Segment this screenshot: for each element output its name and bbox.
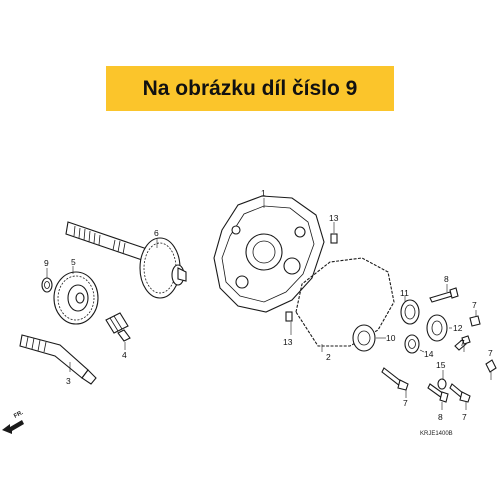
bolt-part-8-lower bbox=[427, 383, 449, 403]
callout-5: 5 bbox=[71, 257, 76, 267]
callout-7-top: 7 bbox=[472, 300, 477, 310]
direction-label: FR. bbox=[13, 410, 25, 420]
bolt-part-7-mid bbox=[454, 335, 471, 351]
gear-part bbox=[53, 271, 99, 325]
callout-13-lower: 13 bbox=[283, 337, 293, 347]
bolt-part-8-upper bbox=[429, 287, 459, 303]
callout-8-upper: 8 bbox=[444, 274, 449, 284]
callout-7-right: 7 bbox=[488, 348, 493, 358]
callout-12: 12 bbox=[453, 323, 463, 333]
bearing-part-11 bbox=[400, 299, 420, 325]
callout-13-upper: 13 bbox=[329, 213, 339, 223]
title-banner: Na obrázku díl číslo 9 bbox=[106, 66, 394, 111]
washer-part-15 bbox=[437, 378, 447, 390]
callout-14: 14 bbox=[424, 349, 434, 359]
drawing-code: KRJE1400B bbox=[420, 431, 453, 437]
callout-1: 1 bbox=[261, 188, 266, 198]
pinion-part bbox=[105, 312, 131, 342]
front-direction-arrow: FR. bbox=[2, 410, 25, 434]
output-shaft-part bbox=[19, 334, 97, 385]
transmission-case-part bbox=[213, 195, 325, 313]
callout-9: 9 bbox=[44, 258, 49, 268]
callout-7-bottom: 7 bbox=[462, 412, 467, 422]
shaft-with-gear-part bbox=[65, 221, 187, 299]
bearing-part-12 bbox=[426, 314, 448, 342]
bolt-part-7-right bbox=[485, 359, 497, 373]
banner-title: Na obrázku díl číslo 9 bbox=[142, 76, 358, 100]
dowel-pin-upper bbox=[330, 233, 338, 244]
callout-4: 4 bbox=[122, 350, 127, 360]
dowel-pin-lower bbox=[285, 311, 293, 322]
arrow-icon bbox=[2, 420, 24, 434]
callout-7-mid: 7 bbox=[460, 338, 465, 348]
callout-15: 15 bbox=[436, 360, 446, 370]
bolt-part-7-top bbox=[469, 315, 481, 327]
callout-7-left: 7 bbox=[403, 398, 408, 408]
bolt-part-7-bottom bbox=[449, 383, 471, 403]
callout-3: 3 bbox=[66, 376, 71, 386]
washer-part-9 bbox=[41, 277, 53, 293]
callout-8-lower: 8 bbox=[438, 412, 443, 422]
callout-10: 10 bbox=[386, 333, 396, 343]
bolt-part-7-left bbox=[381, 367, 409, 391]
callout-11: 11 bbox=[400, 288, 409, 298]
gasket-part bbox=[295, 257, 395, 347]
callout-2: 2 bbox=[326, 352, 331, 362]
callout-6: 6 bbox=[154, 228, 159, 238]
seal-part-14 bbox=[404, 334, 420, 354]
oil-seal-part bbox=[352, 324, 376, 352]
